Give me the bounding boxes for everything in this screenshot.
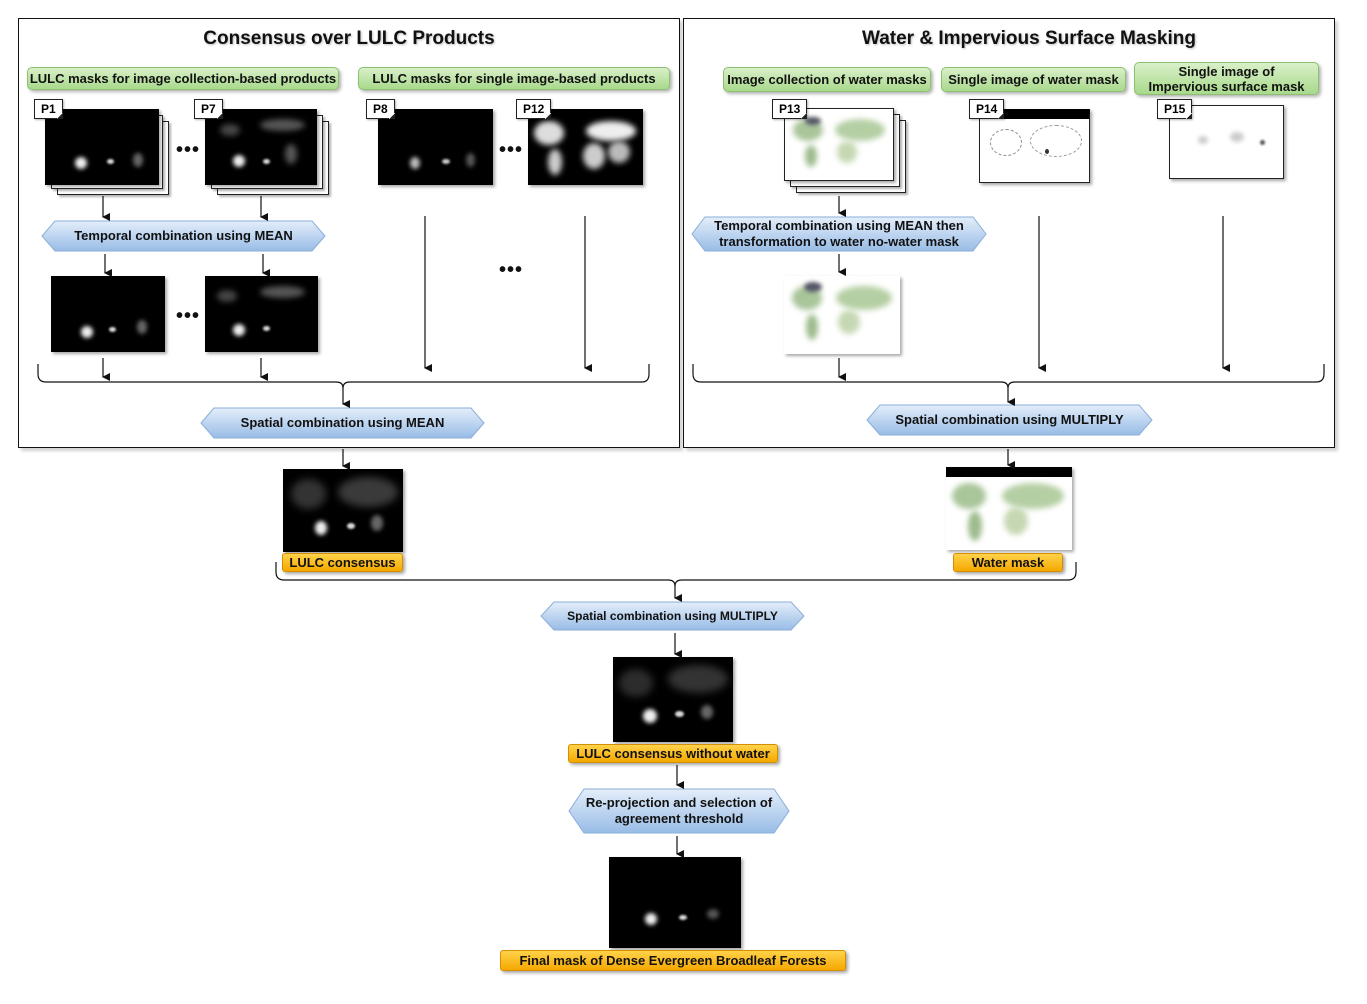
group-water-collection: Image collection of water masks xyxy=(723,67,931,92)
hex-shape xyxy=(568,788,790,834)
lulc-without-water-label: LULC consensus without water xyxy=(568,744,778,763)
p13-water-mask-image xyxy=(784,108,894,181)
water-temporal-output-image xyxy=(784,276,900,354)
right-panel-title: Water & Impervious Surface Masking xyxy=(861,28,1196,49)
water-temporal-label: Temporal combination using MEAN then tra… xyxy=(714,218,964,249)
water-mask-label: Water mask xyxy=(953,553,1063,572)
p13-tag: P13 xyxy=(772,99,808,119)
p1-temporal-mean-image xyxy=(51,276,165,352)
group-lulc-collection: LULC masks for image collection-based pr… xyxy=(27,67,339,90)
reprojection-step: Re-projection and selection of agreement… xyxy=(568,788,790,834)
left-spatial-mean-label: Spatial combination using MEAN xyxy=(240,415,445,430)
final-mask-image xyxy=(609,857,741,948)
water-mask-image xyxy=(946,467,1072,550)
combine-multiply-label: Spatial combination using MULTIPLY xyxy=(567,609,778,623)
right-spatial-multiply-label: Spatial combination using MULTIPLY xyxy=(895,412,1124,427)
p7-mask-image xyxy=(205,109,317,185)
lulc-without-water-image xyxy=(613,657,733,742)
p15-tag: P15 xyxy=(1157,99,1193,119)
hex-shape xyxy=(200,407,485,439)
ellipsis-single: ••• xyxy=(499,139,524,161)
p8-mask-image xyxy=(378,109,493,185)
water-temporal-step: Temporal combination using MEAN then tra… xyxy=(691,216,987,252)
p7-tag: P7 xyxy=(194,99,223,119)
left-temporal-mean-label: Temporal combination using MEAN xyxy=(74,228,293,243)
lulc-consensus-image xyxy=(283,469,403,552)
right-spatial-multiply-step: Spatial combination using MULTIPLY xyxy=(866,404,1153,436)
ellipsis-single-paths: ••• xyxy=(499,259,524,281)
left-panel-title: Consensus over LULC Products xyxy=(203,28,495,49)
p8-tag: P8 xyxy=(366,99,395,119)
p12-tag: P12 xyxy=(516,99,552,119)
reprojection-label: Re-projection and selection of agreement… xyxy=(585,795,773,826)
p14-tag: P14 xyxy=(969,99,1005,119)
p14-water-mask-image xyxy=(979,109,1090,183)
left-spatial-mean-step: Spatial combination using MEAN xyxy=(200,407,485,439)
lulc-consensus-label: LULC consensus xyxy=(282,553,403,572)
final-mask-label: Final mask of Dense Evergreen Broadleaf … xyxy=(500,950,846,971)
ellipsis-collection: ••• xyxy=(176,139,201,161)
hex-shape xyxy=(691,216,987,252)
left-temporal-mean-step: Temporal combination using MEAN xyxy=(41,220,326,252)
p1-mask-image xyxy=(45,109,159,185)
p12-mask-image xyxy=(528,109,643,185)
hex-shape xyxy=(41,220,326,252)
p1-tag: P1 xyxy=(34,99,63,119)
group-impervious: Single image of Impervious surface mask xyxy=(1134,62,1319,95)
combine-multiply-step: Spatial combination using MULTIPLY xyxy=(540,601,805,631)
p7-temporal-mean-image xyxy=(205,276,318,352)
hex-shape xyxy=(540,601,805,631)
hex-shape xyxy=(866,404,1153,436)
group-lulc-single: LULC masks for single image-based produc… xyxy=(358,67,670,90)
ellipsis-temporal-outputs: ••• xyxy=(176,305,201,327)
group-water-single: Single image of water mask xyxy=(941,67,1126,92)
